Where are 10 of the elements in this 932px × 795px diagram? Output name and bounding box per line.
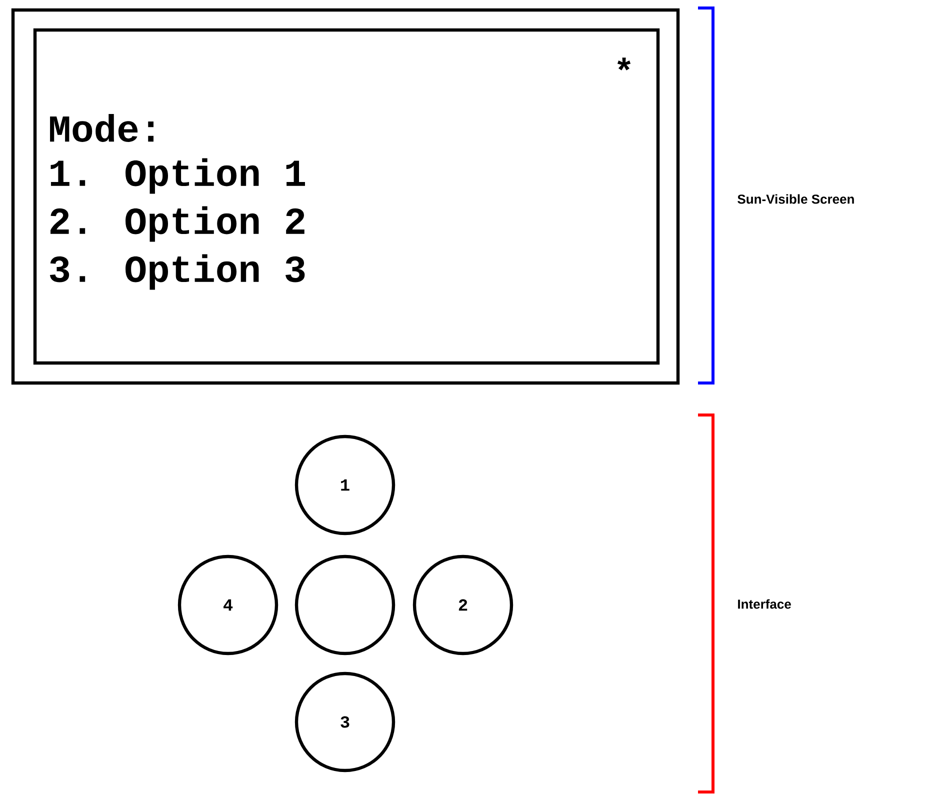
screen-display <box>33 28 660 365</box>
button-circle <box>294 554 396 656</box>
screen-text: * <box>617 58 631 70</box>
screen-text: Mode: <box>50 114 154 142</box>
device-frame <box>11 8 680 385</box>
screen-text: 2. Option 2 <box>50 206 304 242</box>
screen-text: 3. Option 3 <box>50 254 305 290</box>
bracket-label: Interface <box>738 599 791 609</box>
screen-text: 1. Option 1 <box>50 158 305 194</box>
bracket-label: Sun-Visible Screen <box>738 194 854 204</box>
